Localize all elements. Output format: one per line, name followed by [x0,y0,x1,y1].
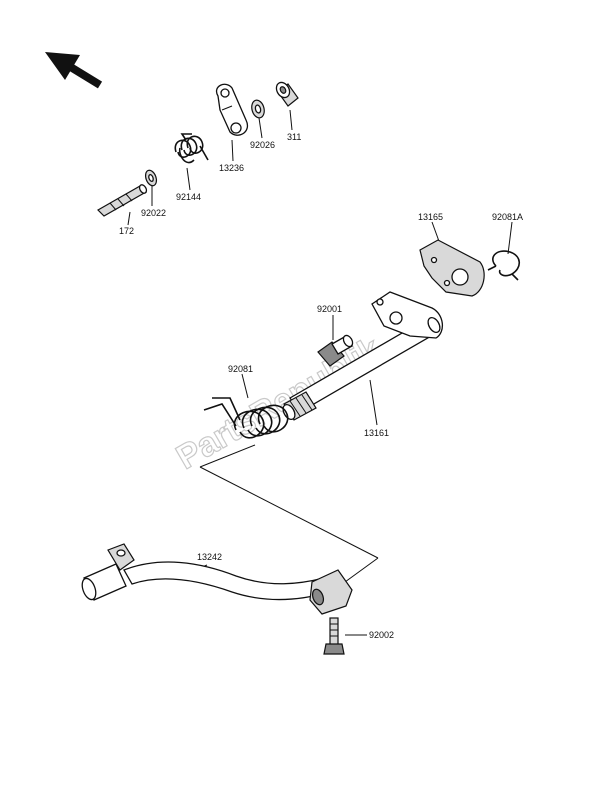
part-13236-lever [215,83,249,136]
label-13165: 13165 [418,212,443,222]
part-92081A-clip [487,250,521,281]
label-92001: 92001 [317,304,342,314]
label-13161: 13161 [364,428,389,438]
label-92022: 92022 [141,208,166,218]
part-92144-spring [174,133,209,164]
label-92081A: 92081A [492,212,523,222]
part-92001-bolt [317,334,354,367]
watermark-text: PartsRepublik [170,330,387,477]
watermark: PartsRepublik [169,329,387,477]
part-92081-spring [203,397,289,439]
part-labels: 172 92022 92144 13236 92026 311 13165 92… [119,132,523,640]
label-92144: 92144 [176,192,201,202]
arrow-up-left-icon [45,52,103,89]
part-92002-bolt [323,617,345,655]
label-92026: 92026 [250,140,275,150]
part-92026-washer [251,99,265,119]
part-13242-pedal [81,543,353,615]
label-92002: 92002 [369,630,394,640]
label-13242: 13242 [197,552,222,562]
part-13165-plate [419,239,485,297]
part-172-pin [97,184,148,217]
label-172: 172 [119,226,134,236]
label-311: 311 [287,132,301,142]
part-92022-washer [144,169,158,187]
part-13161-shaft [282,291,443,421]
label-13236: 13236 [219,163,244,173]
label-92081: 92081 [228,364,253,374]
part-311-collar [275,81,299,107]
